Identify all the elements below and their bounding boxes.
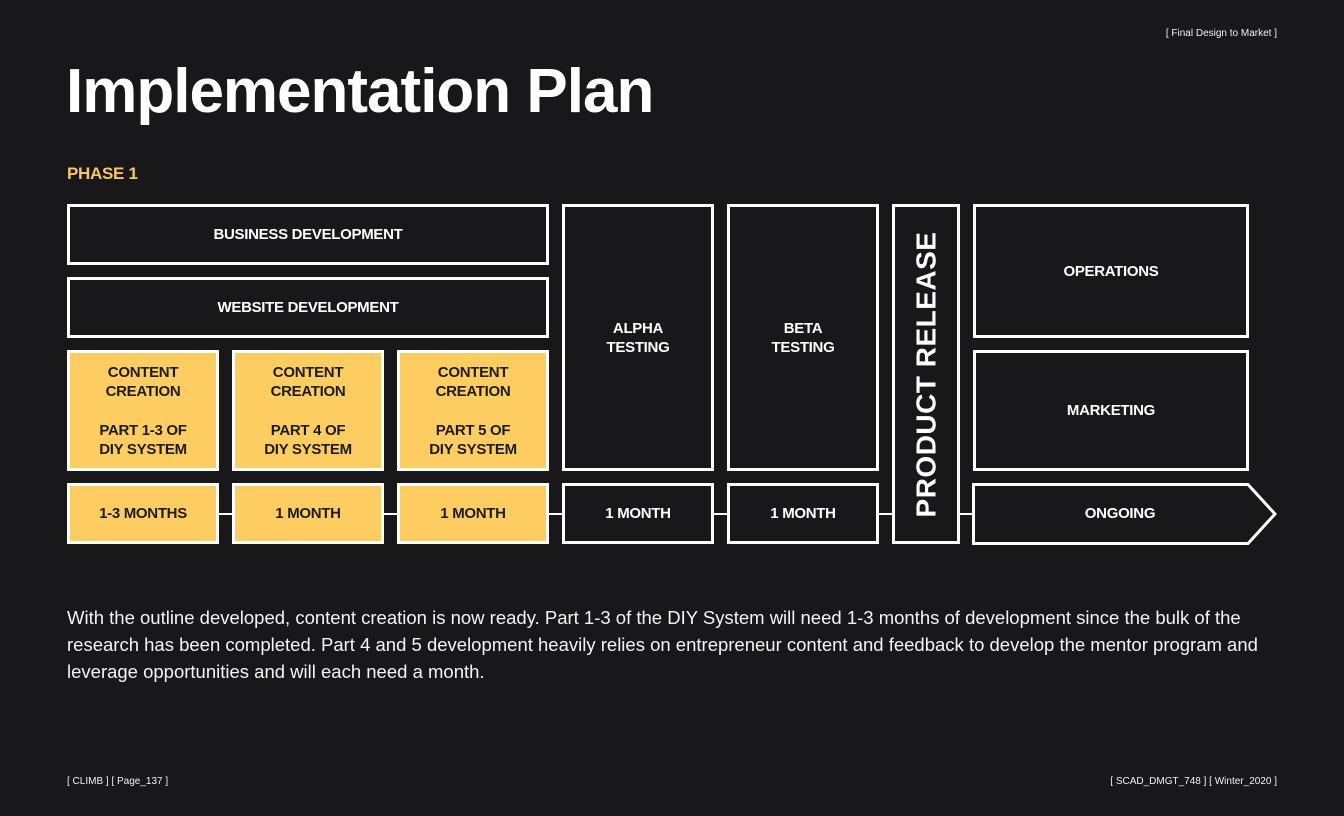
marketing-label: MARKETING [1066, 402, 1156, 419]
duration-box: 1 MONTH [232, 483, 384, 544]
website-development-label: WEBSITE DEVELOPMENT [217, 299, 399, 316]
beta-testing-box: BETA TESTING [727, 204, 879, 471]
content-creation-block-1: CONTENT CREATION PART 1-3 OF DIY SYSTEM [67, 350, 219, 471]
product-release-label: PRODUCT RELEASE [910, 231, 942, 517]
content-block-text: DIY SYSTEM [99, 440, 187, 458]
content-block-text: PART 4 OF [270, 421, 346, 439]
duration-label: 1 MONTH [440, 505, 506, 522]
duration-label: 1 MONTH [275, 505, 341, 522]
duration-box: 1 MONTH [727, 483, 879, 544]
connector-line [878, 513, 894, 515]
duration-box: 1 MONTH [397, 483, 549, 544]
content-block-text: CONTENT [272, 363, 344, 381]
duration-label: 1 MONTH [770, 505, 836, 522]
connector-line [713, 513, 729, 515]
page-title: Implementation Plan [66, 57, 654, 126]
content-creation-block-3: CONTENT CREATION PART 5 OF DIY SYSTEM [397, 350, 549, 471]
ongoing-arrow-shape [972, 483, 1278, 545]
connector-line [218, 513, 234, 515]
duration-box: 1-3 MONTHS [67, 483, 219, 544]
ongoing-label: ONGOING [1084, 505, 1156, 522]
connector-line [548, 513, 564, 515]
content-block-text: CONTENT [437, 363, 509, 381]
duration-box: 1 MONTH [562, 483, 714, 544]
content-block-text: CREATION [435, 382, 511, 400]
content-block-text: DIY SYSTEM [264, 440, 352, 458]
alpha-testing-box: ALPHA TESTING [562, 204, 714, 471]
business-development-label: BUSINESS DEVELOPMENT [213, 226, 403, 243]
connector-line [959, 513, 975, 515]
phase-label: PHASE 1 [67, 164, 138, 183]
footer-left: [ CLIMB ] [ Page_137 ] [67, 776, 169, 787]
duration-label: 1-3 MONTHS [99, 505, 187, 522]
beta-testing-label: BETA [783, 319, 823, 337]
operations-label: OPERATIONS [1063, 262, 1159, 280]
description-text: With the outline developed, content crea… [67, 607, 1258, 682]
alpha-testing-label: TESTING [606, 338, 670, 356]
content-block-text: DIY SYSTEM [429, 440, 517, 458]
duration-label: 1 MONTH [605, 505, 671, 522]
operations-box: OPERATIONS [973, 204, 1249, 338]
content-block-text: CONTENT [107, 363, 179, 381]
marketing-box: MARKETING [973, 350, 1249, 471]
content-block-text: PART 1-3 OF [99, 421, 187, 439]
content-block-text: PART 5 OF [435, 421, 511, 439]
business-development-box: BUSINESS DEVELOPMENT [67, 204, 549, 265]
section-tag: [ Final Design to Market ] [1165, 28, 1277, 39]
connector-line [383, 513, 399, 515]
beta-testing-label: TESTING [771, 338, 835, 356]
content-block-text: CREATION [105, 382, 181, 400]
website-development-box: WEBSITE DEVELOPMENT [67, 277, 549, 338]
content-block-text: CREATION [270, 382, 346, 400]
content-creation-block-2: CONTENT CREATION PART 4 OF DIY SYSTEM [232, 350, 384, 471]
product-release-box: PRODUCT RELEASE [892, 204, 960, 544]
alpha-testing-label: ALPHA [612, 319, 664, 337]
footer-right: [ SCAD_DMGT_748 ] [ Winter_2020 ] [1110, 776, 1277, 787]
